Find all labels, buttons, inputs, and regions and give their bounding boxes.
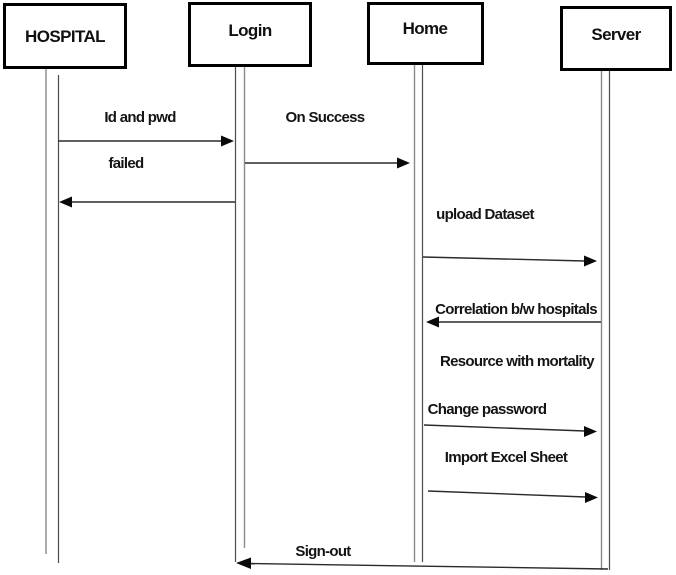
message-upload-dataset: upload Dataset xyxy=(422,206,597,267)
lifeline-login xyxy=(234,66,246,562)
message-label: Import Excel Sheet xyxy=(445,449,568,466)
message-label: Id and pwd xyxy=(104,109,176,126)
actor-box xyxy=(188,2,312,67)
message-line xyxy=(427,490,587,498)
arrowhead-left-icon xyxy=(236,557,251,569)
message-line xyxy=(248,562,609,570)
message-line xyxy=(422,256,586,262)
message-correlation: Correlation b/w hospitals xyxy=(426,301,601,328)
lifeline-home xyxy=(413,64,424,562)
message-label: On Success xyxy=(286,109,365,126)
arrowhead-right-icon xyxy=(584,255,597,267)
message-line xyxy=(423,424,586,432)
message-id-and-pwd: Id and pwd xyxy=(58,109,234,147)
actor-home: Home xyxy=(367,2,484,65)
lifeline-hospital xyxy=(45,68,60,563)
arrowhead-right-icon xyxy=(397,157,410,169)
actor-label-server: Server xyxy=(591,25,641,44)
actor-label-hospital: HOSPITAL xyxy=(25,27,105,46)
message-sign-out: Sign-out xyxy=(236,543,609,570)
message-label: upload Dataset xyxy=(436,206,534,223)
message-resource-mortality: Resource with mortality xyxy=(440,353,596,370)
arrowhead-right-icon xyxy=(585,492,598,503)
actor-box xyxy=(3,3,127,69)
message-label: Change password xyxy=(428,401,547,418)
message-failed: failed xyxy=(59,155,235,208)
message-label: Resource with mortality xyxy=(440,353,595,370)
message-label: failed xyxy=(109,155,145,172)
message-label: Correlation b/w hospitals xyxy=(435,301,597,318)
message-import-excel: Import Excel Sheet xyxy=(427,449,598,503)
arrowhead-right-icon xyxy=(221,135,234,147)
message-label: Sign-out xyxy=(295,543,351,560)
actor-label-home: Home xyxy=(403,19,448,38)
arrowhead-right-icon xyxy=(584,426,597,437)
actor-label-login: Login xyxy=(228,21,271,40)
message-change-password: Change password xyxy=(423,401,597,437)
arrowhead-left-icon xyxy=(59,196,72,208)
arrowhead-left-icon xyxy=(426,316,439,328)
lifeline-server xyxy=(600,71,611,570)
actor-box xyxy=(560,6,672,71)
message-on-success: On Success xyxy=(245,109,410,169)
actor-login: Login xyxy=(188,2,312,67)
actor-server: Server xyxy=(560,6,672,71)
actor-hospital: HOSPITAL xyxy=(3,3,127,69)
actor-box xyxy=(367,2,484,65)
